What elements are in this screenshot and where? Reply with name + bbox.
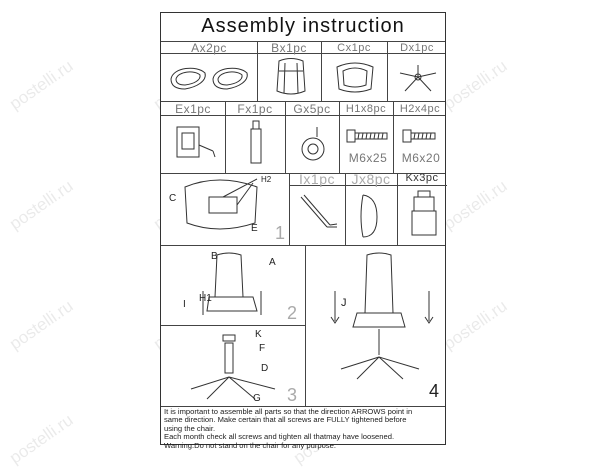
grid-line bbox=[161, 325, 305, 326]
bolt-h1-size: M6x25 bbox=[348, 151, 388, 165]
grid-line bbox=[161, 245, 445, 246]
step-number-1: 1 bbox=[275, 223, 286, 243]
part-e-label: Ex1pc bbox=[175, 102, 211, 116]
bolt-h2-size: M6x20 bbox=[401, 151, 441, 165]
part-a-label: Ax2pc bbox=[191, 41, 227, 55]
allen-key-icon bbox=[300, 194, 338, 228]
grid-line bbox=[387, 41, 388, 101]
note-line: same direction. Make certain that all sc… bbox=[164, 415, 407, 425]
step2-backrest-diagram bbox=[202, 252, 262, 315]
part-b-label: Bx1pc bbox=[271, 41, 307, 55]
watermark-text: postelli.ru bbox=[440, 56, 511, 114]
note-line: Warning:Do not stand on the chair for an… bbox=[164, 440, 336, 450]
assembly-sheet: Assembly instruction Ax2pc Bx1pc Cx1pc D… bbox=[160, 12, 447, 450]
grid-line bbox=[161, 115, 445, 116]
step1-seat-mechanism-diagram bbox=[184, 178, 258, 230]
mark-h1: H1 bbox=[199, 293, 212, 304]
mark-k: K bbox=[255, 329, 262, 340]
part-k-label: Kx3pc bbox=[405, 172, 439, 184]
watermark-text: postelli.ru bbox=[440, 296, 511, 354]
watermark-text: postelli.ru bbox=[6, 56, 77, 114]
mark-f: F bbox=[259, 343, 266, 354]
bolt-h1-icon bbox=[346, 129, 388, 143]
mark-h2: H2 bbox=[261, 175, 272, 184]
mechanism-icon bbox=[176, 126, 216, 158]
grid-line bbox=[345, 173, 346, 245]
step-number-3: 3 bbox=[287, 385, 298, 405]
part-h2-label: H2x4pc bbox=[399, 103, 441, 115]
step4-full-chair-diagram bbox=[330, 252, 434, 380]
grid-line bbox=[225, 101, 226, 173]
step-number-2: 2 bbox=[287, 303, 298, 323]
grid-line bbox=[161, 173, 445, 174]
note-line: Each month check all screws and tighten … bbox=[164, 432, 395, 442]
grid-line bbox=[285, 101, 286, 173]
part-f-label: Fx1pc bbox=[237, 102, 273, 116]
grid-line bbox=[161, 101, 445, 102]
mark-e: E bbox=[251, 223, 258, 234]
part-d-label: Dx1pc bbox=[400, 42, 434, 54]
grid-line bbox=[161, 406, 445, 407]
part-j-label: Jx8pc bbox=[351, 171, 391, 187]
grid-line bbox=[257, 41, 258, 101]
mark-g: G bbox=[253, 393, 261, 404]
mark-c: C bbox=[169, 193, 177, 204]
bolt-h2-icon bbox=[402, 129, 436, 143]
grid-line bbox=[305, 245, 306, 406]
step-number-4: 4 bbox=[429, 381, 440, 401]
watermark-text: postelli.ru bbox=[6, 176, 77, 234]
watermark-text: postelli.ru bbox=[440, 176, 511, 234]
document-title: Assembly instruction bbox=[201, 15, 405, 37]
grid-line bbox=[393, 101, 394, 173]
backrest-icon bbox=[276, 58, 306, 95]
mark-i: I bbox=[183, 299, 186, 310]
cover-j-icon bbox=[360, 194, 378, 238]
armrest-pads-icon bbox=[170, 67, 248, 90]
mark-j: J bbox=[341, 297, 347, 309]
watermark-text: postelli.ru bbox=[6, 296, 77, 354]
part-c-label: Cx1pc bbox=[337, 42, 371, 54]
part-g-label: Gx5pc bbox=[293, 102, 331, 116]
chair-base-icon bbox=[399, 65, 437, 92]
watermark-text: postelli.ru bbox=[6, 410, 77, 468]
part-i-label: Ix1pc bbox=[299, 171, 335, 187]
mark-d: D bbox=[261, 363, 269, 374]
grid-line bbox=[397, 173, 398, 245]
grid-line bbox=[161, 53, 445, 54]
step3-base-diagram bbox=[190, 334, 276, 400]
cover-k-icon bbox=[411, 190, 437, 236]
caster-icon bbox=[301, 127, 325, 161]
grid-line bbox=[161, 41, 445, 42]
gas-lift-icon bbox=[250, 120, 262, 164]
mark-b: B bbox=[211, 251, 218, 262]
mark-a: A bbox=[269, 257, 276, 268]
seat-cushion-icon bbox=[336, 62, 374, 93]
part-h1-label: H1x8pc bbox=[345, 103, 387, 115]
note-line: It is important to assemble all parts so… bbox=[164, 407, 413, 416]
assembly-notes: It is important to assemble all parts so… bbox=[164, 407, 444, 450]
grid-line bbox=[339, 101, 340, 173]
note-line: using the chair. bbox=[164, 423, 216, 433]
grid-line bbox=[321, 41, 322, 101]
grid-line bbox=[289, 173, 290, 245]
grid-line bbox=[289, 185, 447, 186]
